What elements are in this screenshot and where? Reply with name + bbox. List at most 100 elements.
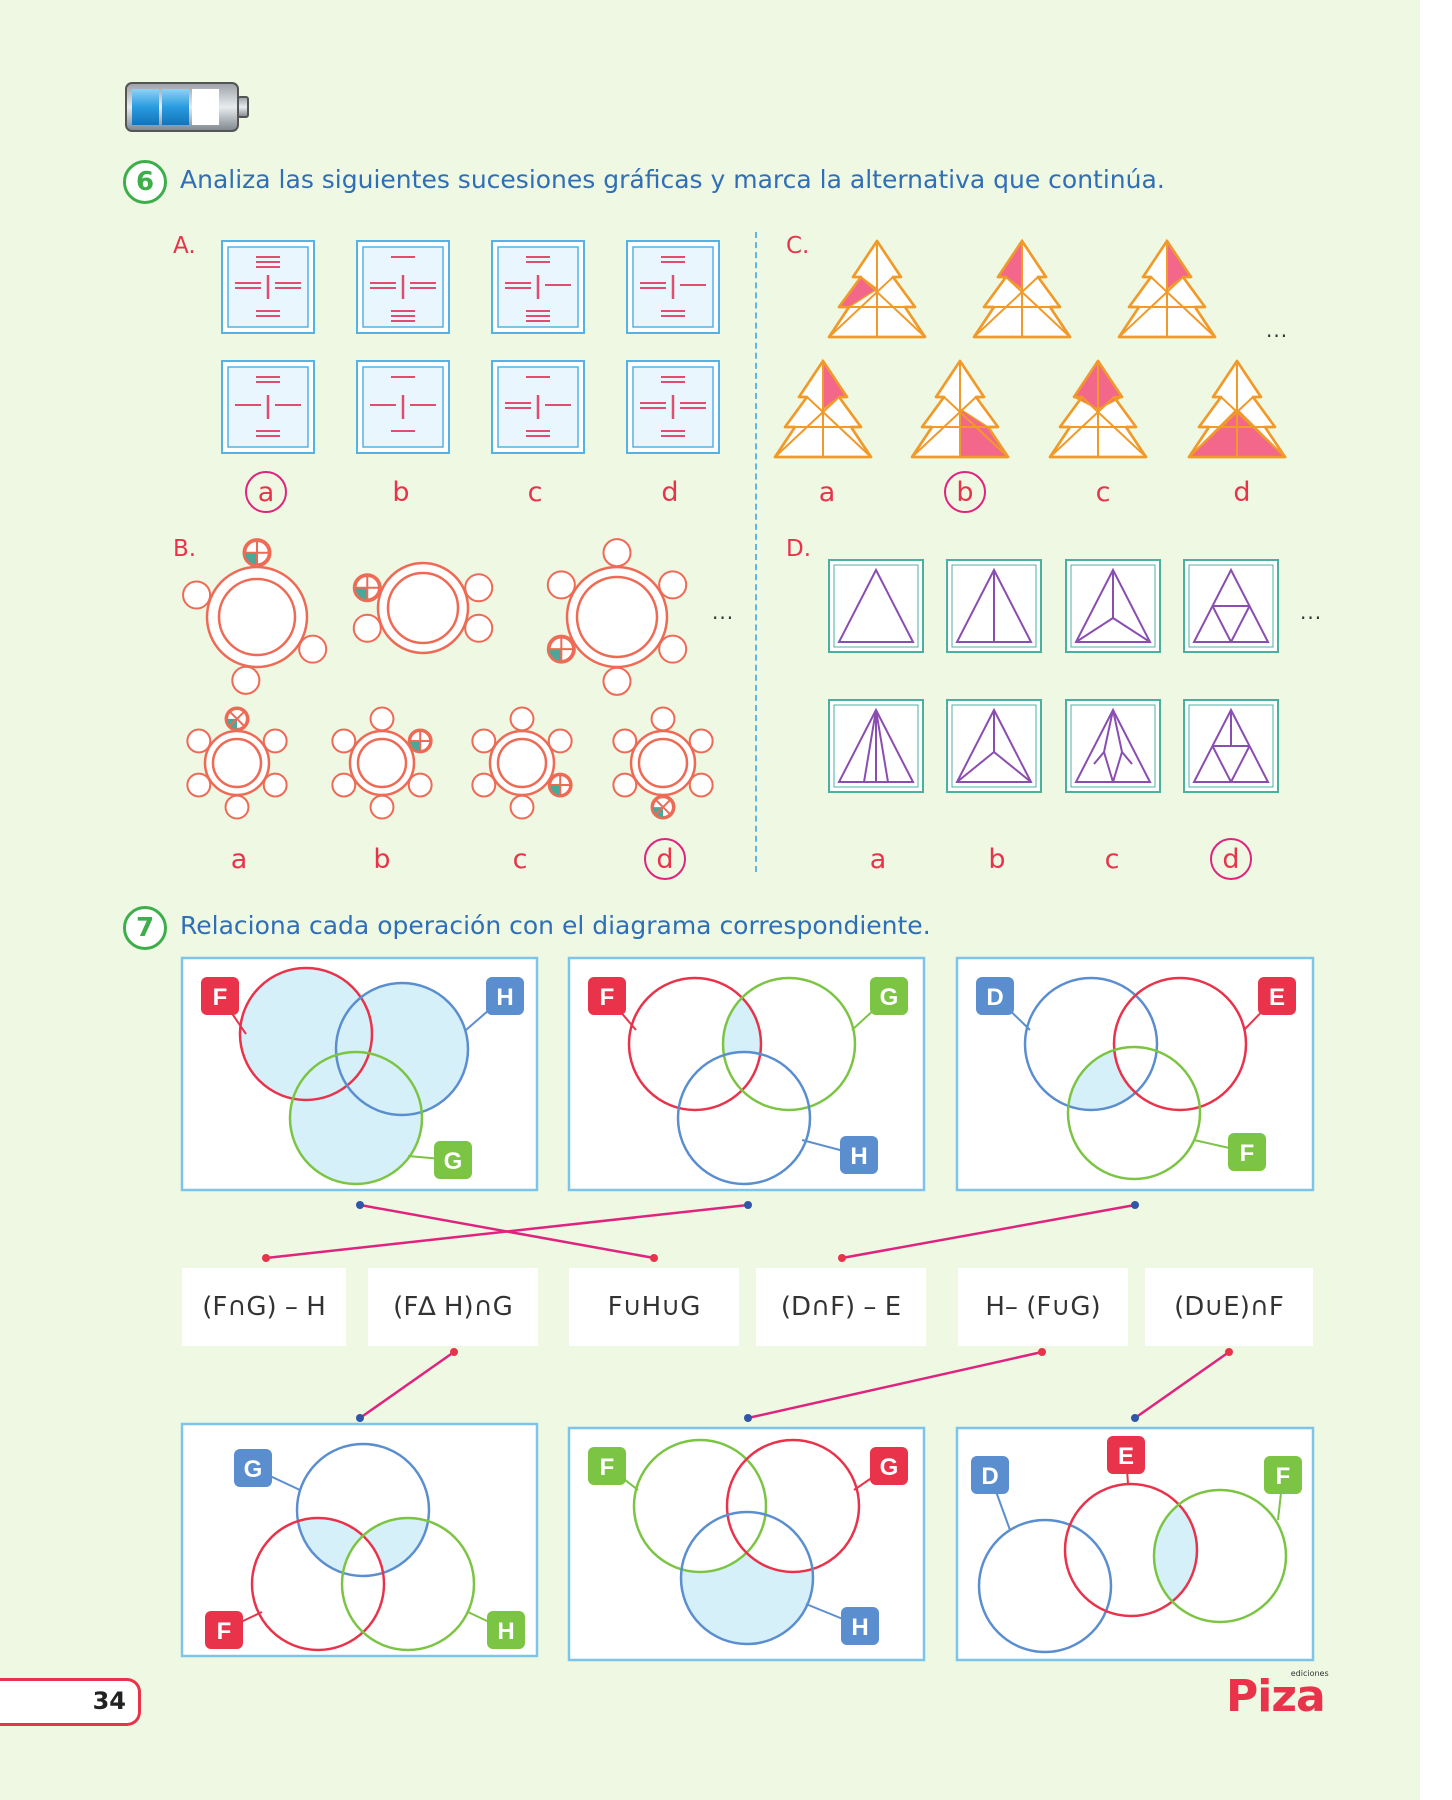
svg-text:G: G <box>880 1454 899 1481</box>
svg-text:F: F <box>1276 1463 1291 1490</box>
section-c-option-b[interactable]: b <box>944 471 986 513</box>
section-d-figure-3 <box>1065 559 1161 653</box>
section-a-option-a[interactable]: a <box>245 471 287 513</box>
battery-icon <box>125 82 249 132</box>
section-a-option-c[interactable]: c <box>527 477 543 508</box>
brand-small-text: ediciones <box>1290 1669 1329 1678</box>
section-d-option-a[interactable]: a <box>869 844 887 875</box>
svg-text:D: D <box>986 984 1003 1011</box>
section-d-option-c[interactable]: c <box>1104 844 1120 875</box>
set-label: F <box>588 1447 626 1485</box>
operation-box-6[interactable]: (D∪E)∩F <box>1145 1268 1313 1346</box>
section-b-label: B. <box>173 536 197 562</box>
matching-lines <box>262 1201 1233 1422</box>
section-c-option-d[interactable]: d <box>1233 477 1251 508</box>
section-d-option-figure-c <box>1065 699 1161 793</box>
brand-name: Piza <box>1226 1671 1326 1722</box>
section-c-figure-1 <box>827 239 927 339</box>
operation-text: (F∩G) – H <box>202 1292 326 1322</box>
operation-text: H– (F∪G) <box>985 1292 1101 1322</box>
section-c-option-figure-a <box>773 358 873 459</box>
set-label: F <box>1228 1133 1266 1171</box>
set-label: H <box>487 1611 525 1649</box>
svg-text:G: G <box>444 1148 463 1175</box>
set-label: F <box>588 977 626 1015</box>
venn-top-2: F G H <box>567 956 926 1192</box>
section-b-option-figure-b <box>331 706 433 820</box>
svg-text:E: E <box>1118 1443 1134 1470</box>
section-c-option-figure-c <box>1048 359 1148 459</box>
section-a-option-d[interactable]: d <box>661 477 679 508</box>
section-b-option-figure-c <box>471 706 573 820</box>
section-b-figure-1 <box>182 538 328 695</box>
section-b-option-figure-d <box>612 706 714 820</box>
venn-bottom-1: G F H <box>180 1422 539 1658</box>
question-7-number: 7 <box>123 906 167 950</box>
operation-box-5[interactable]: H– (F∪G) <box>958 1268 1128 1346</box>
section-d-label: D. <box>786 536 812 562</box>
section-b-figures <box>182 538 714 820</box>
section-d-figure-2 <box>946 559 1042 653</box>
operation-text: (F∆ H)∩G <box>393 1292 513 1322</box>
section-a-figure <box>221 360 315 454</box>
set-label: E <box>1258 977 1296 1015</box>
section-a-figure <box>626 240 720 334</box>
section-a-figure <box>221 240 315 334</box>
svg-text:H: H <box>497 1618 514 1645</box>
set-label: G <box>870 1447 908 1485</box>
svg-text:H: H <box>496 984 513 1011</box>
operation-box-2[interactable]: (F∆ H)∩G <box>368 1268 538 1346</box>
section-c-ellipsis: ... <box>1266 318 1289 342</box>
set-label: F <box>205 1611 243 1649</box>
set-label: D <box>976 977 1014 1015</box>
page-number-tab: 34 <box>0 1678 141 1726</box>
operation-box-4[interactable]: (D∩F) – E <box>756 1268 926 1346</box>
question-6-number: 6 <box>123 160 167 204</box>
svg-text:G: G <box>244 1456 263 1483</box>
section-c-option-a[interactable]: a <box>818 477 836 508</box>
section-a-figure <box>626 360 720 454</box>
set-label: H <box>840 1136 878 1174</box>
section-a-figures <box>221 240 720 454</box>
set-label: G <box>234 1449 272 1487</box>
section-b-option-figure-a <box>186 706 288 820</box>
section-d-figure-1 <box>828 559 924 653</box>
section-b-option-b[interactable]: b <box>373 844 391 875</box>
section-b-figure-2 <box>352 561 494 655</box>
svg-text:F: F <box>213 984 228 1011</box>
set-label: H <box>841 1607 879 1645</box>
section-c-figure-3 <box>1117 238 1217 339</box>
section-b-ellipsis: ... <box>712 600 735 624</box>
operation-box-3[interactable]: F∪H∪G <box>569 1268 739 1346</box>
set-label: E <box>1107 1436 1145 1474</box>
section-d-option-figure-a <box>828 699 924 793</box>
set-label: G <box>870 977 908 1015</box>
section-c-figures <box>773 238 1287 459</box>
section-b-figure-3 <box>546 538 688 696</box>
section-c-option-c[interactable]: c <box>1095 477 1111 508</box>
svg-text:G: G <box>880 984 899 1011</box>
section-b-option-a[interactable]: a <box>230 844 248 875</box>
section-a-option-b[interactable]: b <box>392 477 410 508</box>
section-b-option-d[interactable]: d <box>644 838 686 880</box>
venn-top-3: D E F <box>955 956 1315 1192</box>
section-d-option-figure-d <box>1183 699 1279 793</box>
operation-box-1[interactable]: (F∩G) – H <box>182 1268 346 1346</box>
section-d-option-figure-b <box>946 699 1042 793</box>
page-right-margin <box>1420 0 1452 1800</box>
section-d-figure-4 <box>1183 559 1279 653</box>
section-d-ellipsis: ... <box>1300 600 1323 624</box>
svg-text:F: F <box>217 1618 232 1645</box>
svg-text:F: F <box>600 1454 615 1481</box>
svg-text:H: H <box>850 1143 867 1170</box>
section-b-option-c[interactable]: c <box>512 844 528 875</box>
page-number: 34 <box>92 1687 126 1715</box>
set-label: G <box>434 1141 472 1179</box>
question-6-instruction: Analiza las siguientes sucesiones gráfic… <box>180 165 1165 194</box>
section-c-option-figure-d <box>1187 359 1287 459</box>
section-c-label: C. <box>786 233 810 259</box>
section-d-option-b[interactable]: b <box>988 844 1006 875</box>
section-d-option-d[interactable]: d <box>1210 838 1252 880</box>
operation-text: F∪H∪G <box>607 1292 701 1322</box>
